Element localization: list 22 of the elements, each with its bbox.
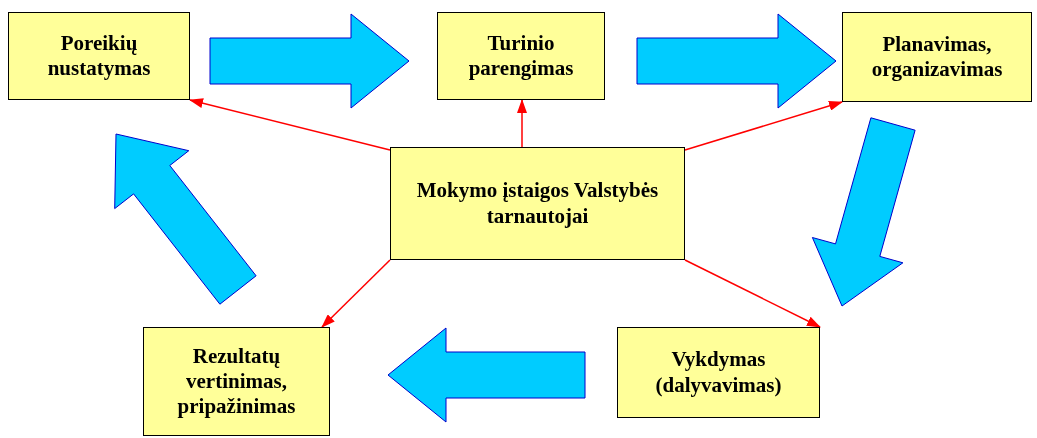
process-box [437, 12, 605, 100]
arrow [684, 101, 843, 151]
box-label: Mokymo įstaigos Valstybės tarnautojai [415, 178, 660, 229]
box-label: Planavimas, organizavimas [870, 31, 1004, 83]
block-arrow [387, 327, 586, 423]
arrow [517, 99, 527, 148]
process-box [8, 12, 190, 100]
process-box [617, 327, 820, 418]
box-label: Rezultatų vertinimas, pripažinimas [176, 343, 297, 420]
arrow [321, 259, 391, 328]
process-box [842, 12, 1032, 102]
block-arrow [114, 133, 257, 305]
arrow [189, 98, 391, 151]
process-box [143, 327, 330, 436]
box-label: Turinio parengimas [467, 30, 575, 82]
block-arrow [636, 13, 837, 109]
block-arrow [811, 117, 916, 307]
box-label: Vykdymas (dalyvavimas) [654, 347, 783, 398]
arrow [684, 259, 821, 328]
process-box [390, 147, 685, 260]
block-arrow [209, 13, 410, 109]
box-label: Poreikių nustatymas [46, 30, 152, 82]
